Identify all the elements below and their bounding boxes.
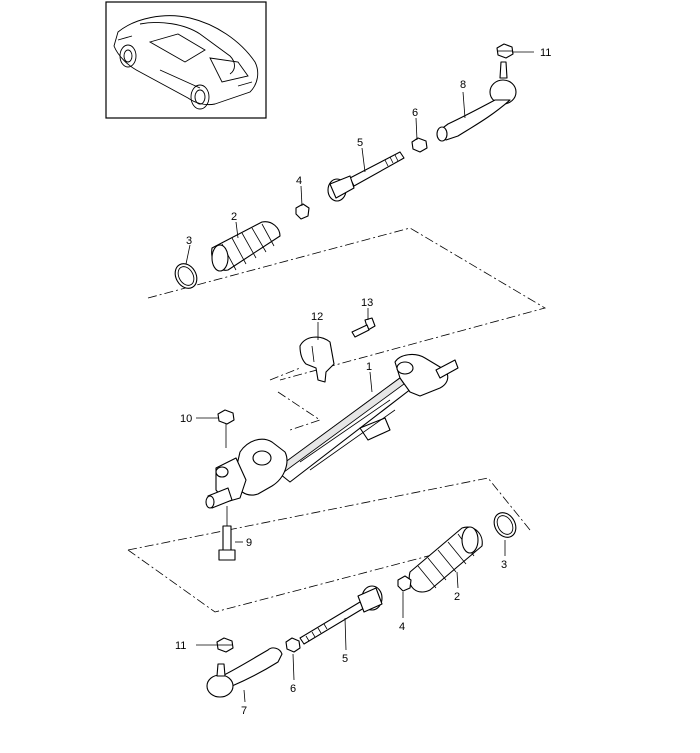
- callout-8: 8: [460, 79, 466, 91]
- callout-2-lower: 2: [454, 591, 460, 603]
- part-3-clamp-upper: [174, 263, 198, 289]
- callout-4-lower: 4: [399, 621, 405, 633]
- leader-lines: [185, 51, 534, 703]
- part-8-tie-rod-end: [436, 61, 517, 142]
- callout-12: 12: [311, 311, 323, 323]
- part-12-bracket: [299, 336, 335, 383]
- part-9-bolt: [218, 506, 236, 561]
- upper-assembly-boundary: [147, 227, 547, 381]
- callout-1: 1: [366, 361, 372, 373]
- part-2-boot-upper: [211, 221, 281, 272]
- part-4-clip-lower: [397, 575, 412, 592]
- callout-13: 13: [361, 297, 373, 309]
- callout-6-lower: 6: [290, 683, 296, 695]
- part-7-tie-rod-end: [206, 647, 283, 698]
- part-5-inner-tie-rod-lower: [299, 585, 383, 645]
- car-illustration: [113, 15, 259, 110]
- callout-5-upper: 5: [357, 137, 363, 149]
- callout-6-upper: 6: [412, 107, 418, 119]
- part-2-boot-lower: [408, 526, 483, 593]
- part-11-nut-lower: [216, 637, 234, 653]
- callout-3-lower: 3: [501, 559, 507, 571]
- part-4-clip-upper: [295, 203, 310, 220]
- callout-11-lower: 11: [175, 640, 186, 652]
- callout-2-upper: 2: [231, 211, 237, 223]
- part-5-inner-tie-rod-upper: [327, 151, 405, 202]
- callout-9: 9: [246, 537, 252, 549]
- part-1-steering-rack: [205, 353, 459, 509]
- rack-mount-boundary: [269, 367, 321, 431]
- callout-3-upper: 3: [186, 235, 192, 247]
- part-10-nut: [217, 409, 235, 448]
- lower-assembly-boundary: [127, 477, 531, 613]
- callout-11-upper: 11: [540, 47, 551, 59]
- part-11-nut-upper: [496, 43, 514, 59]
- callout-10: 10: [180, 413, 192, 425]
- part-13-bolt: [351, 317, 376, 338]
- callout-7: 7: [241, 705, 247, 717]
- part-6-jam-nut-lower: [285, 637, 301, 653]
- vehicle-thumbnail: [105, 1, 267, 119]
- callout-5-lower: 5: [342, 653, 348, 665]
- part-3-clamp-lower: [493, 512, 517, 538]
- part-6-jam-nut-upper: [411, 137, 428, 153]
- callout-labels: 11 8 6 5 4 2 3 13 12 1 10 9 3 2 4 5 11 6…: [175, 47, 551, 717]
- callout-4-upper: 4: [296, 175, 302, 187]
